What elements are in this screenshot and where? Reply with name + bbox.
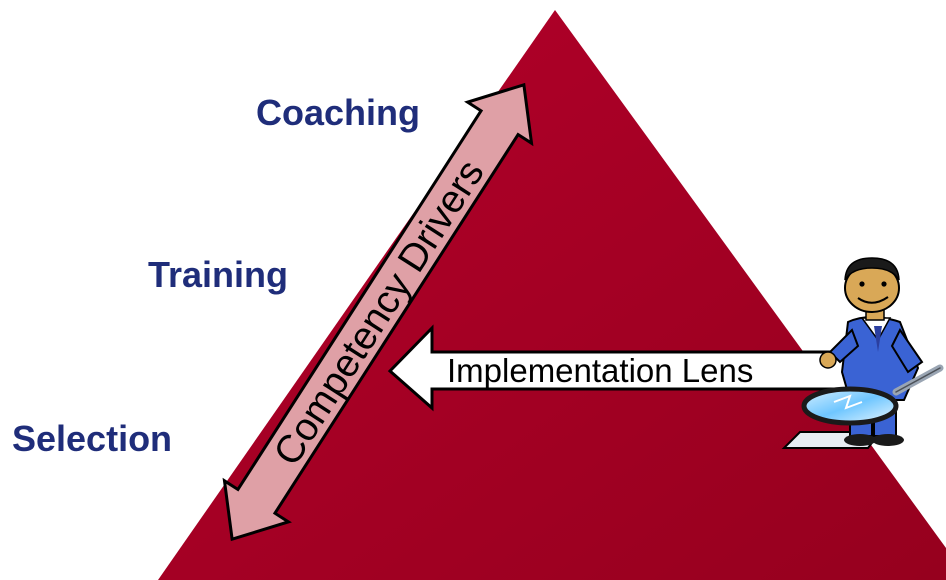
level-label-selection: Selection	[12, 418, 173, 459]
person-with-magnifying-glass-icon	[781, 257, 944, 449]
implementation-lens-label: Implementation Lens	[447, 352, 753, 389]
level-label-training: Training	[148, 254, 289, 295]
pyramid	[158, 10, 946, 580]
implementation-lens-arrow: Implementation Lens	[387, 324, 854, 412]
level-label-coaching: Coaching	[256, 92, 421, 133]
